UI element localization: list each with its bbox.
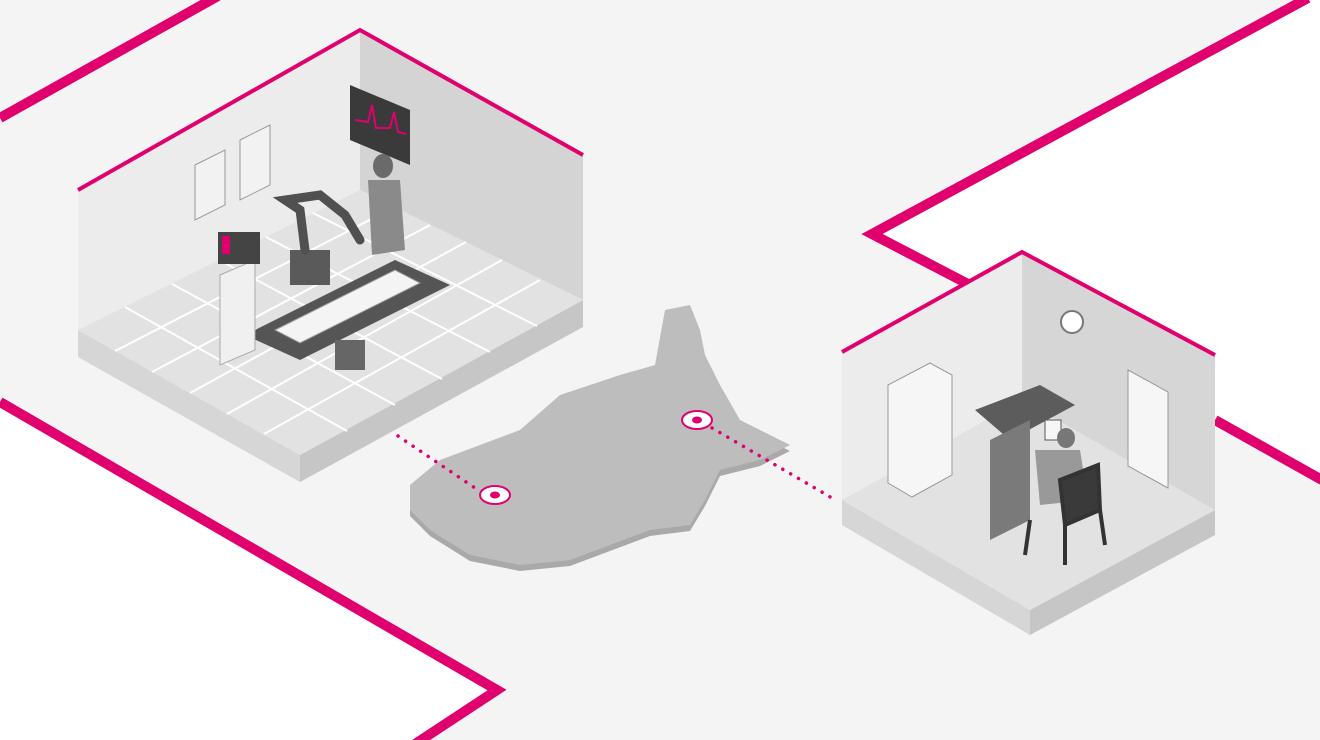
- room-top-edge: [77, 27, 584, 192]
- room-top-edge: [841, 249, 1216, 357]
- operating-room: [77, 27, 584, 482]
- console-body: [990, 420, 1030, 540]
- clock-icon: [1060, 310, 1084, 334]
- location-marker-icon: [681, 410, 713, 430]
- connection-dotted-line-left: [396, 434, 480, 492]
- robot-arm-icon: [272, 190, 365, 255]
- boundary-line-right: [1212, 415, 1320, 485]
- chair-icon: [1023, 462, 1107, 565]
- boundary-line-top-left: [0, 0, 221, 123]
- monitor-icon: [350, 85, 410, 165]
- location-marker-icon: [479, 485, 511, 505]
- surgeon-head: [373, 154, 393, 178]
- room-base-right: [300, 300, 583, 482]
- patient-icon: [273, 269, 422, 344]
- robot-base-icon: [290, 250, 330, 285]
- room-base-left: [842, 500, 1030, 635]
- surgeon-console-icon: [975, 385, 1075, 440]
- white-region-bottom-left: [0, 405, 497, 740]
- wall-cabinet-icon: [194, 149, 226, 221]
- boundary-line-left: [0, 397, 507, 740]
- boundary-line-top-right: [861, 0, 1311, 289]
- operator-head: [1057, 428, 1075, 448]
- console-room: [841, 249, 1216, 635]
- heartbeat-line: [354, 104, 407, 135]
- surgeon-icon: [368, 180, 405, 255]
- side-console-icon: [219, 259, 256, 366]
- map: [396, 305, 834, 571]
- room-base-left: [78, 330, 300, 482]
- room-base-right: [1030, 510, 1215, 635]
- cabinet-icon: [887, 362, 953, 498]
- console-screen-accent: [222, 236, 230, 254]
- table-base: [335, 340, 365, 370]
- door-icon: [1127, 369, 1169, 489]
- back-wall-right: [360, 30, 583, 300]
- wall-cabinet-icon: [239, 124, 271, 201]
